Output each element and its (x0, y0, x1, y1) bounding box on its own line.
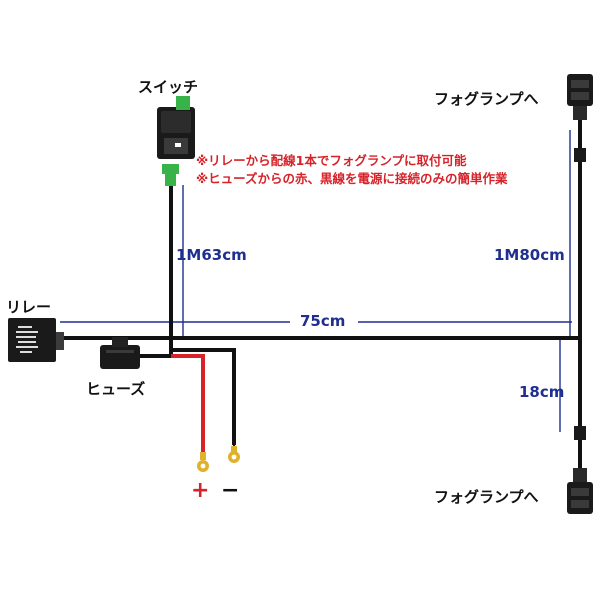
note-line-2: ※ヒューズからの赤、黒線を電源に接続のみの簡単作業 (196, 171, 508, 186)
relay-icon (8, 318, 64, 362)
main-wire-length: 75cm (300, 312, 346, 330)
fog-lamp-connector-bottom-icon (567, 426, 593, 514)
fuse-label: ヒューズ (86, 380, 146, 398)
minus-sign: − (221, 478, 240, 503)
plus-sign: + (191, 478, 210, 503)
fuse-icon (100, 337, 140, 369)
fog-bottom-wire-length: 18cm (519, 383, 565, 401)
fuse-link-wire (140, 350, 173, 358)
switch-icon (157, 96, 195, 186)
red-power-wire (171, 354, 205, 455)
black-power-wire (171, 348, 236, 445)
note-line-1: ※リレーから配線1本でフォグランプに取付可能 (196, 153, 467, 168)
fog-lamp-bottom-label: フォグランプへ (434, 488, 539, 506)
fog-lamp-connector-top-icon (567, 74, 593, 162)
black-terminal-icon (228, 446, 240, 463)
switch-wire-length: 1M63cm (176, 246, 247, 264)
red-terminal-icon (197, 452, 209, 472)
fog-top-wire-length: 1M80cm (494, 246, 565, 264)
relay-label: リレー (6, 298, 52, 316)
fog-lamp-top-label: フォグランプへ (434, 90, 539, 108)
switch-label: スイッチ (138, 78, 199, 96)
